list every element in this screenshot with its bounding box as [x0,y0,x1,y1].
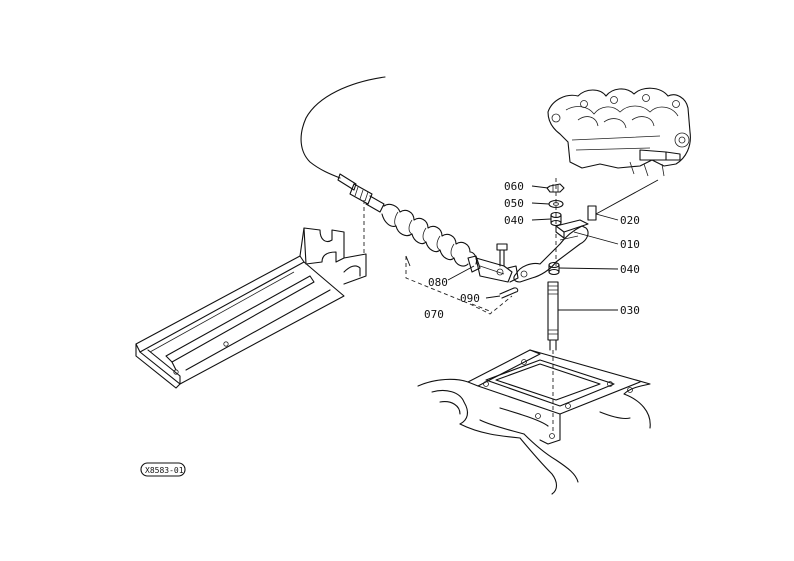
cotter-pin [499,287,519,299]
leader-080 [447,265,475,281]
bracket [135,200,367,389]
clevis [475,257,519,283]
collar-lower [548,261,560,276]
leader-090 [485,295,501,299]
leader-040b [558,267,619,270]
label-010: 010 [620,238,640,251]
group-bracket-070 [405,256,513,315]
label-080: 080 [428,276,448,289]
group-tick [405,255,411,267]
pin-020 [587,205,597,221]
label-050: 050 [504,197,524,210]
label-020: 020 [620,214,640,227]
lever [513,219,589,283]
control-valve [547,87,691,177]
leader-010 [573,231,619,245]
control-cable [300,76,386,213]
rod [547,281,559,351]
drawing-code-badge: X8583-01 [140,462,186,477]
clevis-pin [496,243,508,267]
tractor-housing [417,349,651,495]
label-070: 070 [424,308,444,321]
label-040-upper: 040 [504,214,524,227]
leader-050 [531,202,550,205]
label-090: 090 [460,292,480,305]
nut [546,183,565,193]
drawing-code: X8583-01 [145,466,184,475]
leader-040a [531,218,552,221]
label-060: 060 [504,180,524,193]
label-040-lower: 040 [620,263,640,276]
label-030: 030 [620,304,640,317]
link-line [595,179,659,215]
cable-boot [381,203,481,273]
leader-060 [531,185,549,189]
leader-020 [595,213,619,221]
